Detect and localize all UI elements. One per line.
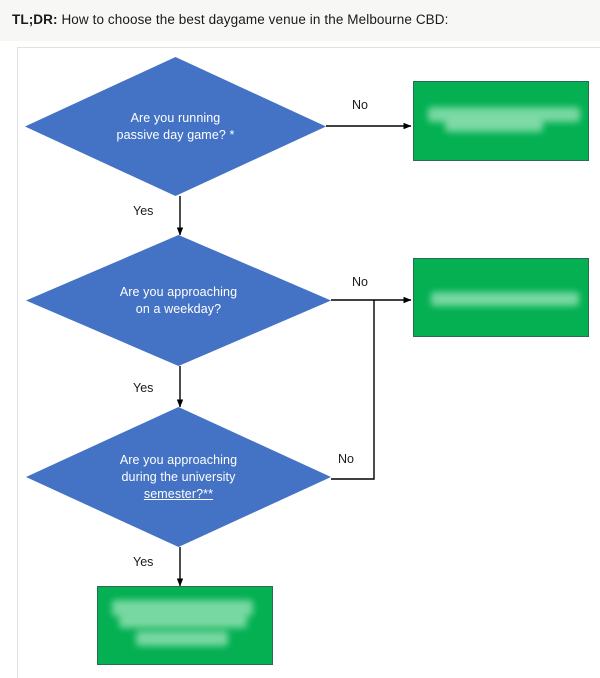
redaction-blur — [112, 600, 253, 616]
redaction-blur — [431, 292, 579, 306]
page-title: TL;DR: How to choose the best daygame ve… — [12, 12, 448, 27]
edge-label-d2-no: No — [352, 275, 368, 289]
diamond-shape — [25, 57, 326, 196]
decision-label-line-2: during the university — [121, 469, 236, 484]
tldr-description: How to choose the best daygame venue in … — [57, 12, 449, 27]
decision-label: Are you approaching on a weekday? — [60, 284, 298, 318]
decision-label: Are you running passive day game? * — [58, 110, 293, 144]
edge-d3-no — [331, 300, 375, 480]
edge-label-d3-yes: Yes — [133, 555, 154, 569]
edge-label-d1-no: No — [352, 98, 368, 112]
decision-label-line-1: Are you approaching — [119, 284, 238, 299]
redaction-blur — [445, 119, 543, 132]
decision-label-line-1: Are you running — [130, 110, 221, 125]
tldr-prefix: TL;DR: — [12, 12, 58, 27]
decision-label-line-3: semester?** — [143, 486, 214, 501]
decision-label-line-2: passive day game? * — [116, 127, 235, 142]
decision-label: Are you approaching during the universit… — [60, 452, 298, 503]
edge-label-d1-yes: Yes — [133, 204, 154, 218]
decision-node-weekday[interactable]: Are you approaching on a weekday? — [26, 235, 331, 366]
edge-label-d3-no: No — [338, 452, 354, 466]
edge-label-d2-yes: Yes — [133, 381, 154, 395]
redaction-blur — [119, 614, 247, 628]
redaction-blur — [428, 107, 580, 122]
redaction-blur — [136, 631, 228, 646]
header-bar — [0, 0, 600, 41]
decision-node-passive-day-game[interactable]: Are you running passive day game? * — [25, 57, 326, 196]
diamond-shape — [26, 407, 331, 547]
outcome-box-2[interactable] — [413, 258, 589, 337]
outcome-box-1[interactable] — [413, 81, 589, 161]
diamond-shape — [26, 235, 331, 366]
decision-node-university-semester[interactable]: Are you approaching during the universit… — [26, 407, 331, 547]
decision-label-line-1: Are you approaching — [119, 452, 238, 467]
outcome-box-3[interactable] — [97, 586, 273, 665]
decision-label-line-2: on a weekday? — [135, 301, 222, 316]
